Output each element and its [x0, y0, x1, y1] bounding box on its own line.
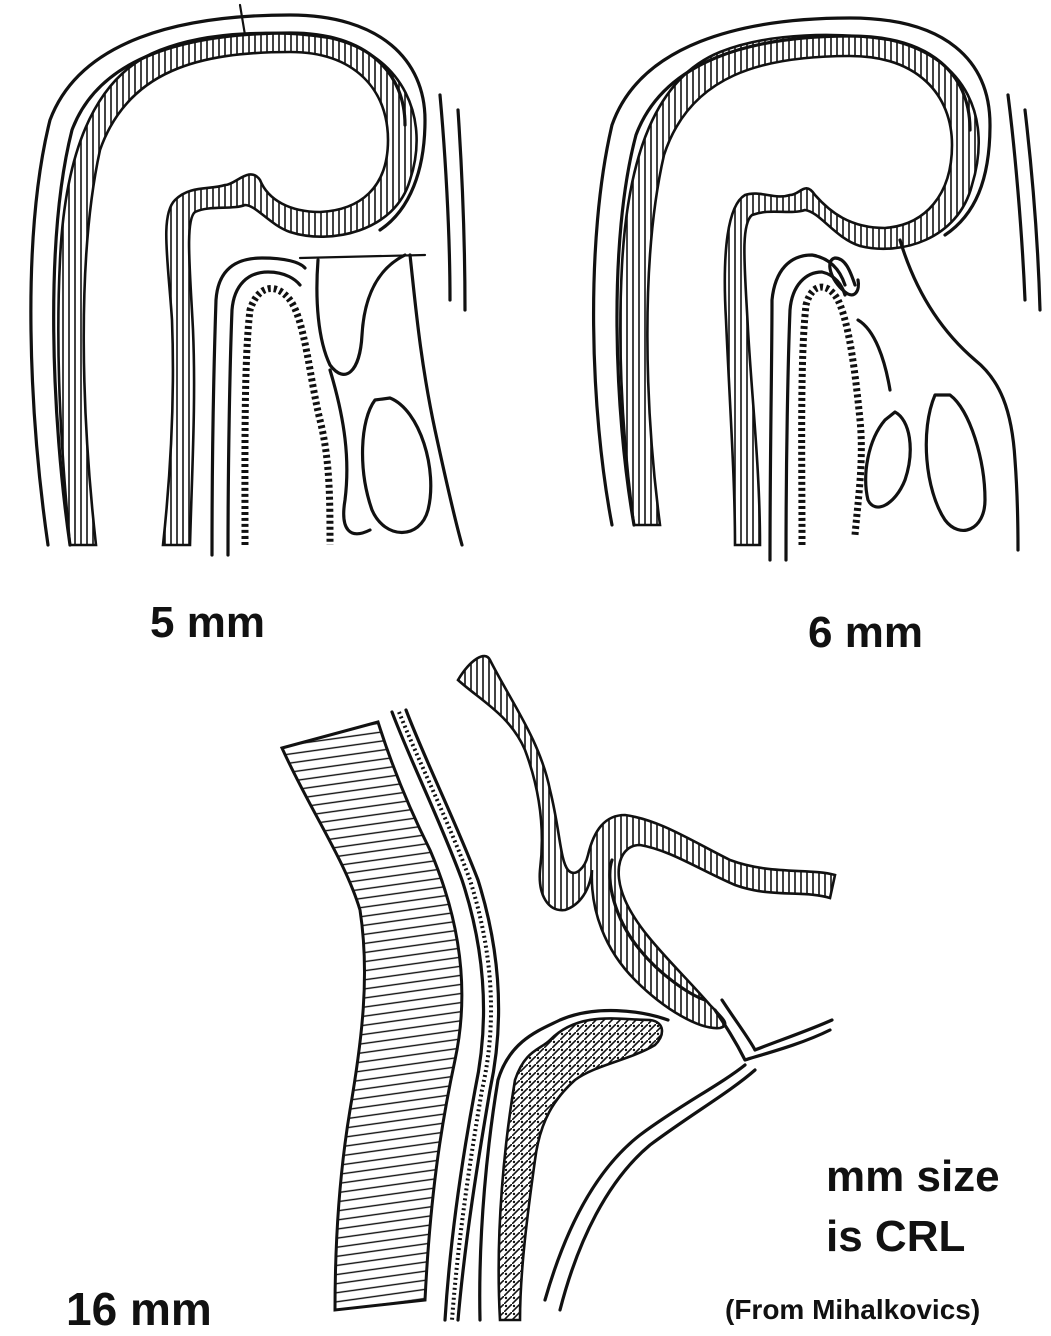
stage-label-16mm: 16 mm [66, 1282, 212, 1336]
stage-label-5mm: 5 mm [150, 598, 265, 648]
panel-5mm-drawing [31, 5, 465, 555]
stage-label-6mm: 6 mm [808, 608, 923, 658]
size-note-line2: is CRL [826, 1212, 965, 1262]
panel-6mm-drawing [594, 18, 1040, 560]
foregut-epithelium-5mm [245, 289, 330, 545]
size-note-line1: mm size [826, 1152, 1000, 1202]
foregut-epithelium-6mm [802, 287, 862, 545]
rathke-pouch-band [458, 656, 835, 1028]
panel-16mm-drawing [282, 656, 835, 1320]
oral-epithelium-16mm [499, 1018, 662, 1320]
neural-wall-6mm [620, 35, 978, 545]
source-credit: (From Mihalkovics) [725, 1294, 980, 1326]
